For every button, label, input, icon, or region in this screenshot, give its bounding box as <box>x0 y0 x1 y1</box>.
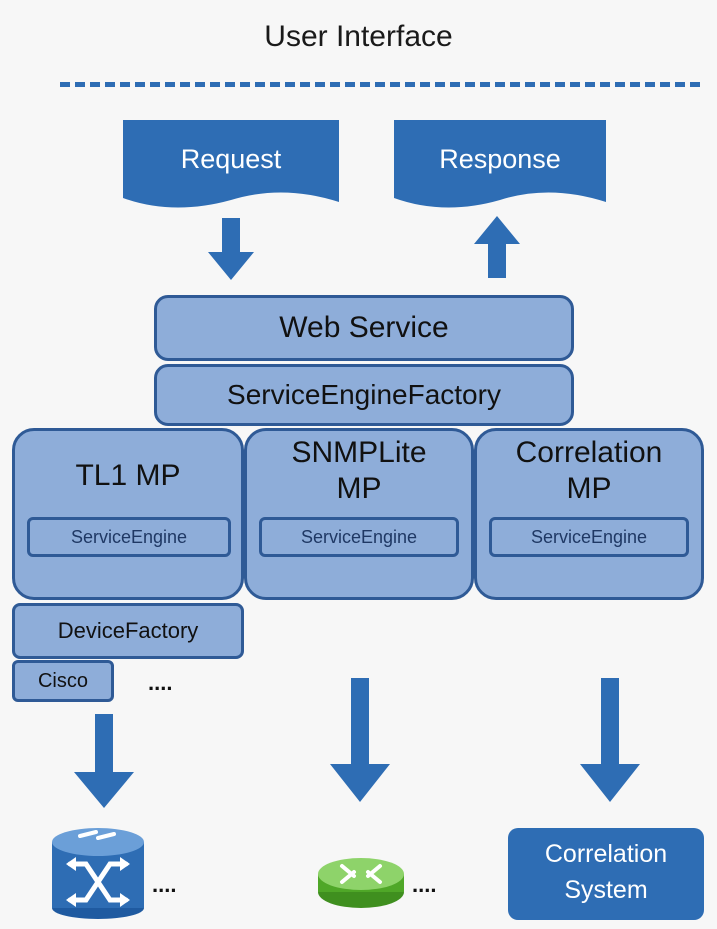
correlation-system-line2: System <box>564 876 648 904</box>
response-document: Response <box>394 120 606 210</box>
tl1-mp-label: TL1 MP <box>75 459 181 492</box>
snmplite-mp-box: SNMPLite MP ServiceEngine <box>244 428 474 600</box>
router-icon <box>318 858 404 908</box>
correlation-mp-box: Correlation MP ServiceEngine <box>474 428 704 600</box>
arrow-down-icon <box>74 714 134 808</box>
request-document-shape <box>123 120 339 208</box>
device-factory-label: DeviceFactory <box>57 618 199 643</box>
correlation-service-engine: ServiceEngine <box>489 517 689 557</box>
request-label: Request <box>180 144 282 174</box>
request-document: Request <box>123 120 339 210</box>
switch-ellipsis: .... <box>152 872 177 897</box>
router-ellipsis: .... <box>412 872 437 897</box>
device-ellipsis: .... <box>148 670 173 695</box>
arrow-up-icon <box>474 216 520 278</box>
snmplite-service-engine: ServiceEngine <box>259 517 459 557</box>
web-service-box: Web Service <box>154 295 574 361</box>
arrow-down-icon <box>330 678 390 802</box>
cisco-box: Cisco <box>12 660 114 702</box>
service-engine-factory-label: ServiceEngineFactory <box>227 379 501 410</box>
arrow-down-icon <box>580 678 640 802</box>
correlation-mp-label-line2: MP <box>566 472 612 505</box>
service-engine-factory-box: ServiceEngineFactory <box>154 364 574 426</box>
response-document-shape <box>394 120 606 208</box>
correlation-mp-label-line1: Correlation <box>515 436 663 469</box>
correlation-system-line1: Correlation <box>544 840 668 868</box>
correlation-system-box: Correlation System <box>508 828 704 920</box>
user-interface-title: User Interface <box>264 20 453 53</box>
tl1-mp-box: TL1 MP ServiceEngine <box>12 428 244 600</box>
switch-icon <box>52 828 144 919</box>
response-label: Response <box>439 144 561 174</box>
device-factory-box: DeviceFactory <box>12 603 244 659</box>
tl1-service-engine: ServiceEngine <box>27 517 231 557</box>
arrow-down-icon <box>208 218 254 280</box>
snmplite-mp-label-line2: MP <box>336 472 382 505</box>
web-service-label: Web Service <box>279 311 449 344</box>
cisco-label: Cisco <box>37 670 88 692</box>
snmplite-mp-label-line1: SNMPLite <box>291 436 427 469</box>
ui-separator-line <box>60 82 700 87</box>
